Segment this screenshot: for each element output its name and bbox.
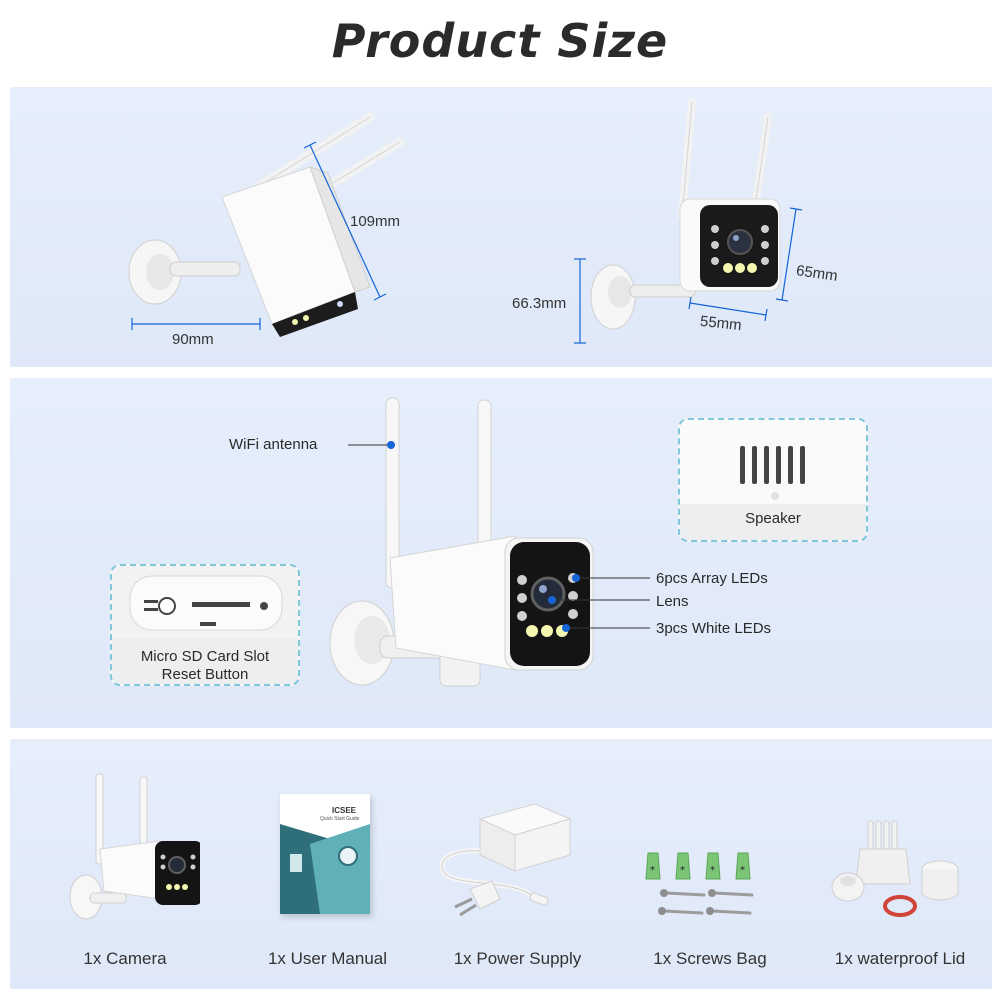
svg-text:*: * bbox=[680, 865, 685, 876]
svg-text:*: * bbox=[740, 865, 745, 876]
accessory-label-screws: 1x Screws Bag bbox=[653, 949, 767, 968]
side-height-label: 109mm bbox=[350, 213, 401, 230]
sd-card-label: Micro SD Card Slot bbox=[140, 648, 270, 665]
screws-bag-icon: * * * * bbox=[645, 852, 754, 915]
speaker-callout: Speaker bbox=[678, 418, 868, 542]
svg-text:*: * bbox=[650, 865, 655, 876]
array-leds-label: 6pcs Array LEDs bbox=[656, 570, 768, 587]
wifi-antenna-label: WiFi antenna bbox=[229, 436, 318, 453]
features-panel: WiFi antenna 6pcs Array LEDs Lens 3pcs W… bbox=[10, 378, 992, 728]
mount-height-label: 66.3mm bbox=[512, 295, 567, 312]
accessory-label-power-supply: 1x Power Supply bbox=[453, 949, 582, 968]
camera-accessory-icon bbox=[69, 773, 200, 920]
manual-brand: ICSEE bbox=[332, 806, 357, 815]
accessories-panel: ICSEE Quick Start Guide * * * * bbox=[10, 739, 992, 989]
camera-front-view bbox=[590, 98, 781, 330]
dimensions-illustration bbox=[128, 98, 803, 344]
white-leds-label: 3pcs White LEDs bbox=[656, 620, 772, 637]
accessory-label-camera: 1x Camera bbox=[83, 949, 167, 968]
accessory-label-manual: 1x User Manual bbox=[267, 949, 388, 968]
manual-subtitle: Quick Start Guide bbox=[320, 816, 360, 822]
speaker-label: Speaker bbox=[745, 510, 801, 527]
svg-text:*: * bbox=[710, 865, 715, 876]
user-manual-icon: ICSEE Quick Start Guide bbox=[280, 794, 370, 914]
side-width-label: 90mm bbox=[172, 331, 214, 348]
accessory-label-lid: 1x waterproof Lid bbox=[834, 949, 966, 968]
sd-card-callout: Micro SD Card Slot Reset Button bbox=[110, 564, 300, 686]
power-supply-icon bbox=[439, 803, 572, 917]
page-title: Product Size bbox=[331, 14, 669, 68]
camera-main-view bbox=[329, 397, 594, 687]
dimensions-panel: 109mm 90mm 65mm 55mm 66.3mm bbox=[10, 87, 992, 367]
reset-button-label: Reset Button bbox=[161, 666, 249, 683]
features-illustration bbox=[329, 397, 650, 687]
sd-card-slot-icon bbox=[112, 566, 298, 684]
manual-cover-art bbox=[280, 824, 370, 914]
speaker-grille-icon bbox=[680, 420, 866, 540]
waterproof-lid-icon bbox=[831, 820, 959, 917]
lens-label: Lens bbox=[656, 593, 689, 610]
camera-side-view bbox=[128, 112, 405, 337]
